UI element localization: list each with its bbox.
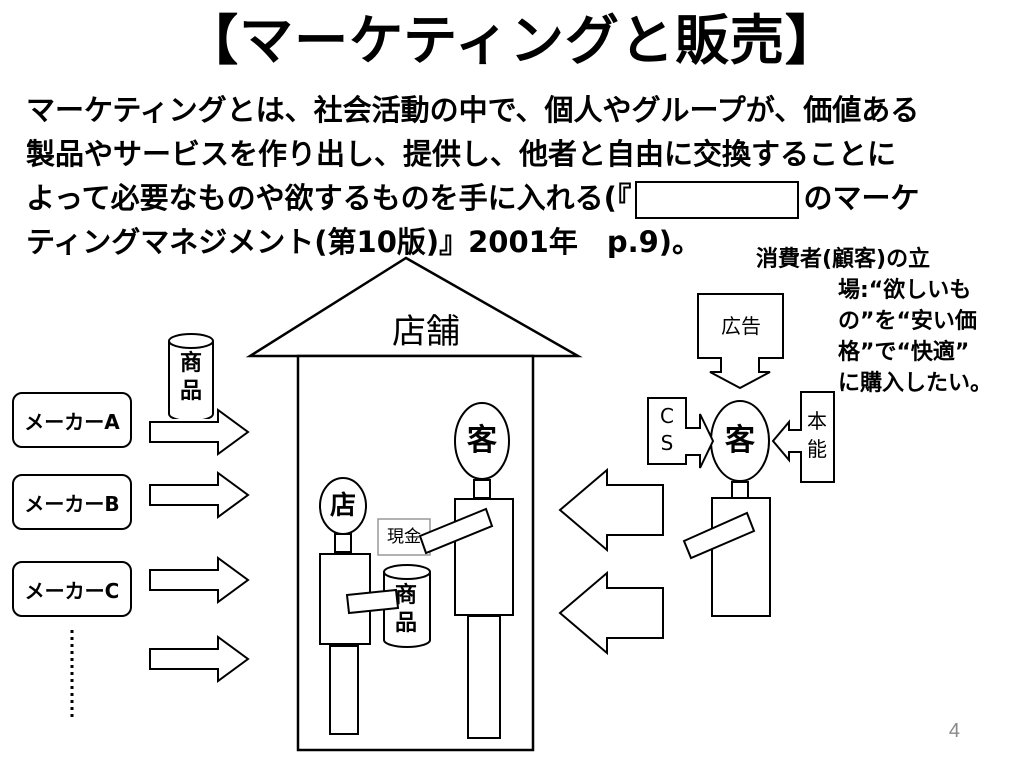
maker-c-arrow <box>149 556 250 604</box>
definition-paragraph: マーケティングとは、社会活動の中で、個人やグループが、価値ある 製品やサービスを… <box>26 88 1016 264</box>
customer-in-store-figure <box>454 402 514 739</box>
cash-label: 現金 <box>387 527 421 547</box>
instinct-callout <box>771 391 835 483</box>
cs-label: C S <box>655 403 679 457</box>
definition-line-3-after: のマーケ <box>803 181 920 215</box>
consumer-note-line-5: に購入したい。 <box>838 371 993 396</box>
instinct-label: 本 能 <box>803 407 831 463</box>
maker-a-arrow <box>149 408 250 456</box>
consumer-note-line-3: の”を“安い価 <box>838 309 977 334</box>
customer-arm <box>418 507 494 555</box>
instinct-char-2: 能 <box>807 437 827 461</box>
cs-callout <box>647 397 715 469</box>
instinct-char-1: 本 <box>807 409 827 433</box>
product-store-char-2: 品 <box>394 611 417 636</box>
cs-char-1: C <box>660 404 674 428</box>
consumer-note-line-4: 格”で“快適” <box>838 340 970 365</box>
definition-line-3-before: よって必要なものや欲するものを手に入れる(『 <box>26 181 632 215</box>
product-can-store <box>383 564 431 648</box>
product-top-label: 商 品 <box>175 350 207 406</box>
product-store-label: 商 品 <box>390 582 422 638</box>
product-top-char-1: 商 <box>179 351 202 376</box>
store-label: 店舗 <box>392 312 460 352</box>
maker-b-box: メーカーB <box>12 474 132 530</box>
customer-outside-arm <box>682 511 756 560</box>
definition-line-3: よって必要なものや欲するものを手に入れる(『 のマーケ <box>26 176 1016 220</box>
product-top-char-2: 品 <box>179 379 202 404</box>
consumer-note: 消費者(顧客)の立 場:“欲しいも の”を“安い価 格”で“快適” に購入したい… <box>756 244 1016 399</box>
definition-line-2: 製品やサービスを作り出し、提供し、他者と自由に交換することに <box>26 137 897 171</box>
author-blank-box <box>635 181 800 219</box>
consumer-note-line-1: 消費者(顧客)の立 <box>756 247 931 272</box>
clerk-label: 店 <box>329 491 356 521</box>
consumer-note-line-2: 場:“欲しいも <box>838 278 972 303</box>
maker-c-box: メーカーC <box>12 561 132 617</box>
slide-title: 【マーケティングと販売】 <box>184 9 840 72</box>
page-number: 4 <box>948 720 960 742</box>
definition-line-1: マーケティングとは、社会活動の中で、個人やグループが、価値ある <box>26 93 920 127</box>
maker-b-arrow <box>149 471 250 519</box>
ad-callout <box>697 293 784 390</box>
customer-arrow-1 <box>558 467 664 553</box>
maker-more-arrow <box>149 635 250 683</box>
product-can-top <box>168 333 214 422</box>
ad-label: 広告 <box>721 314 761 338</box>
customer-arrow-2 <box>558 570 664 656</box>
definition-line-4: ティングマネジメント(第10版)』2001年 p.9)。 <box>26 225 702 259</box>
cs-char-2: S <box>660 431 674 455</box>
product-store-char-1: 商 <box>394 583 417 608</box>
customer-in-store-label: 客 <box>467 423 497 458</box>
customer-outside-label: 客 <box>725 423 755 458</box>
maker-a-box: メーカーA <box>12 392 132 448</box>
clerk-arm <box>345 588 400 615</box>
